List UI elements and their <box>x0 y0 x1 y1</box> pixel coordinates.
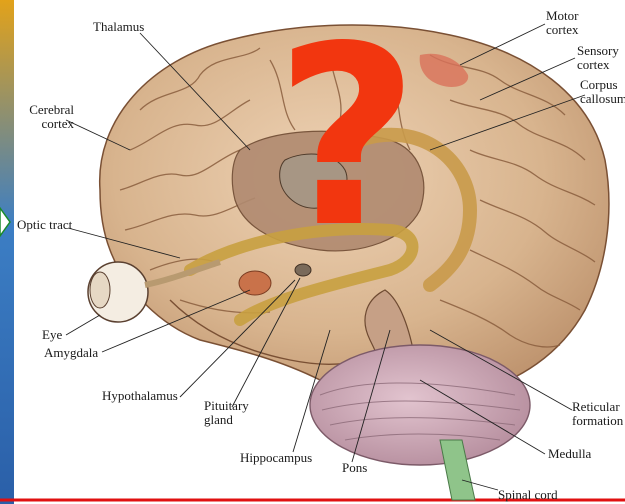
label-pons: Pons <box>342 461 367 475</box>
label-eye: Eye <box>42 328 62 342</box>
label-reticular-line1: Reticular <box>572 400 620 414</box>
cerebellum-structure <box>310 345 530 465</box>
label-sensory-cortex-line1: Sensory <box>577 44 619 58</box>
label-reticular-line2: formation <box>572 414 623 428</box>
label-cerebral-cortex-line1: Cerebral <box>18 103 74 117</box>
label-pituitary-line1: Pituitary <box>204 399 249 413</box>
label-motor-cortex-line2: cortex <box>546 23 578 37</box>
label-medulla: Medulla <box>548 447 591 461</box>
label-optic-tract: Optic tract <box>17 218 72 232</box>
label-thalamus: Thalamus <box>93 20 144 34</box>
label-amygdala: Amygdala <box>44 346 98 360</box>
label-corpus-callosum-line1: Corpus <box>580 78 618 92</box>
label-pituitary-line2: gland <box>204 413 233 427</box>
label-motor-cortex-line1: Motor <box>546 9 579 23</box>
label-hypothalamus: Hypothalamus <box>102 389 178 403</box>
eye-lens <box>90 272 110 308</box>
label-spinal-cord: Spinal cord <box>498 488 558 502</box>
left-background-strip <box>0 0 14 504</box>
label-corpus-callosum-line2: callosum <box>580 92 625 106</box>
label-hippocampus: Hippocampus <box>240 451 312 465</box>
label-cerebral-cortex-line2: cortex <box>18 117 74 131</box>
amygdala-structure <box>239 271 271 295</box>
label-sensory-cortex-line2: cortex <box>577 58 609 72</box>
question-mark-overlay: ? <box>262 8 432 268</box>
